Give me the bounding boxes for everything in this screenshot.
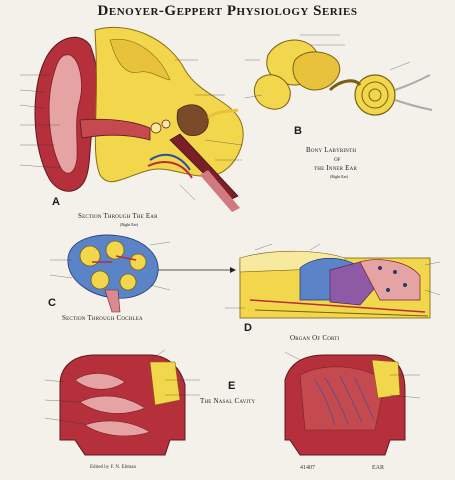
figure-b-caption-line2: of (334, 155, 341, 163)
figure-e-caption: The Nasal Cavity (200, 397, 256, 405)
cochlea-spiral (354, 74, 396, 116)
ear-section-illustration (19, 26, 244, 212)
bony-labyrinth-illustration (244, 34, 433, 116)
nasal-cavity-illustration (44, 349, 421, 456)
organ-of-corti-illustration (225, 243, 441, 319)
figure-b-caption-line3: the Inner Ear (314, 164, 357, 172)
figure-d-letter: D (244, 322, 252, 334)
figure-b-caption-line1: Bony Labyrinth (306, 146, 357, 154)
editor-credit: Edited by F. N. Eltman (90, 465, 136, 470)
cochlea-section-illustration (49, 234, 236, 313)
figure-b-letter: B (294, 125, 302, 137)
figure-a-subcaption: (Right Ear) (120, 222, 139, 227)
malleus (150, 122, 162, 134)
auditory-nerve (207, 108, 239, 120)
figure-e-letter: E (228, 380, 236, 392)
chart-number: 41407 (300, 465, 315, 471)
figure-c-caption: Section Through Cochlea (62, 314, 143, 322)
chart-subject: EAR (372, 465, 384, 471)
page-title: Denoyer-Geppert Physiology Series (97, 3, 358, 19)
figure-c-letter: C (48, 297, 56, 309)
figure-d-caption: Organ Of Corti (290, 334, 340, 342)
figure-a-caption: Section Through The Ear (78, 212, 158, 220)
labyrinth (176, 104, 209, 136)
external-auditory-canal (79, 118, 151, 141)
figure-b-subcaption: (Right Ear) (330, 174, 349, 179)
incus (161, 119, 171, 129)
figure-a-letter: A (52, 196, 60, 208)
